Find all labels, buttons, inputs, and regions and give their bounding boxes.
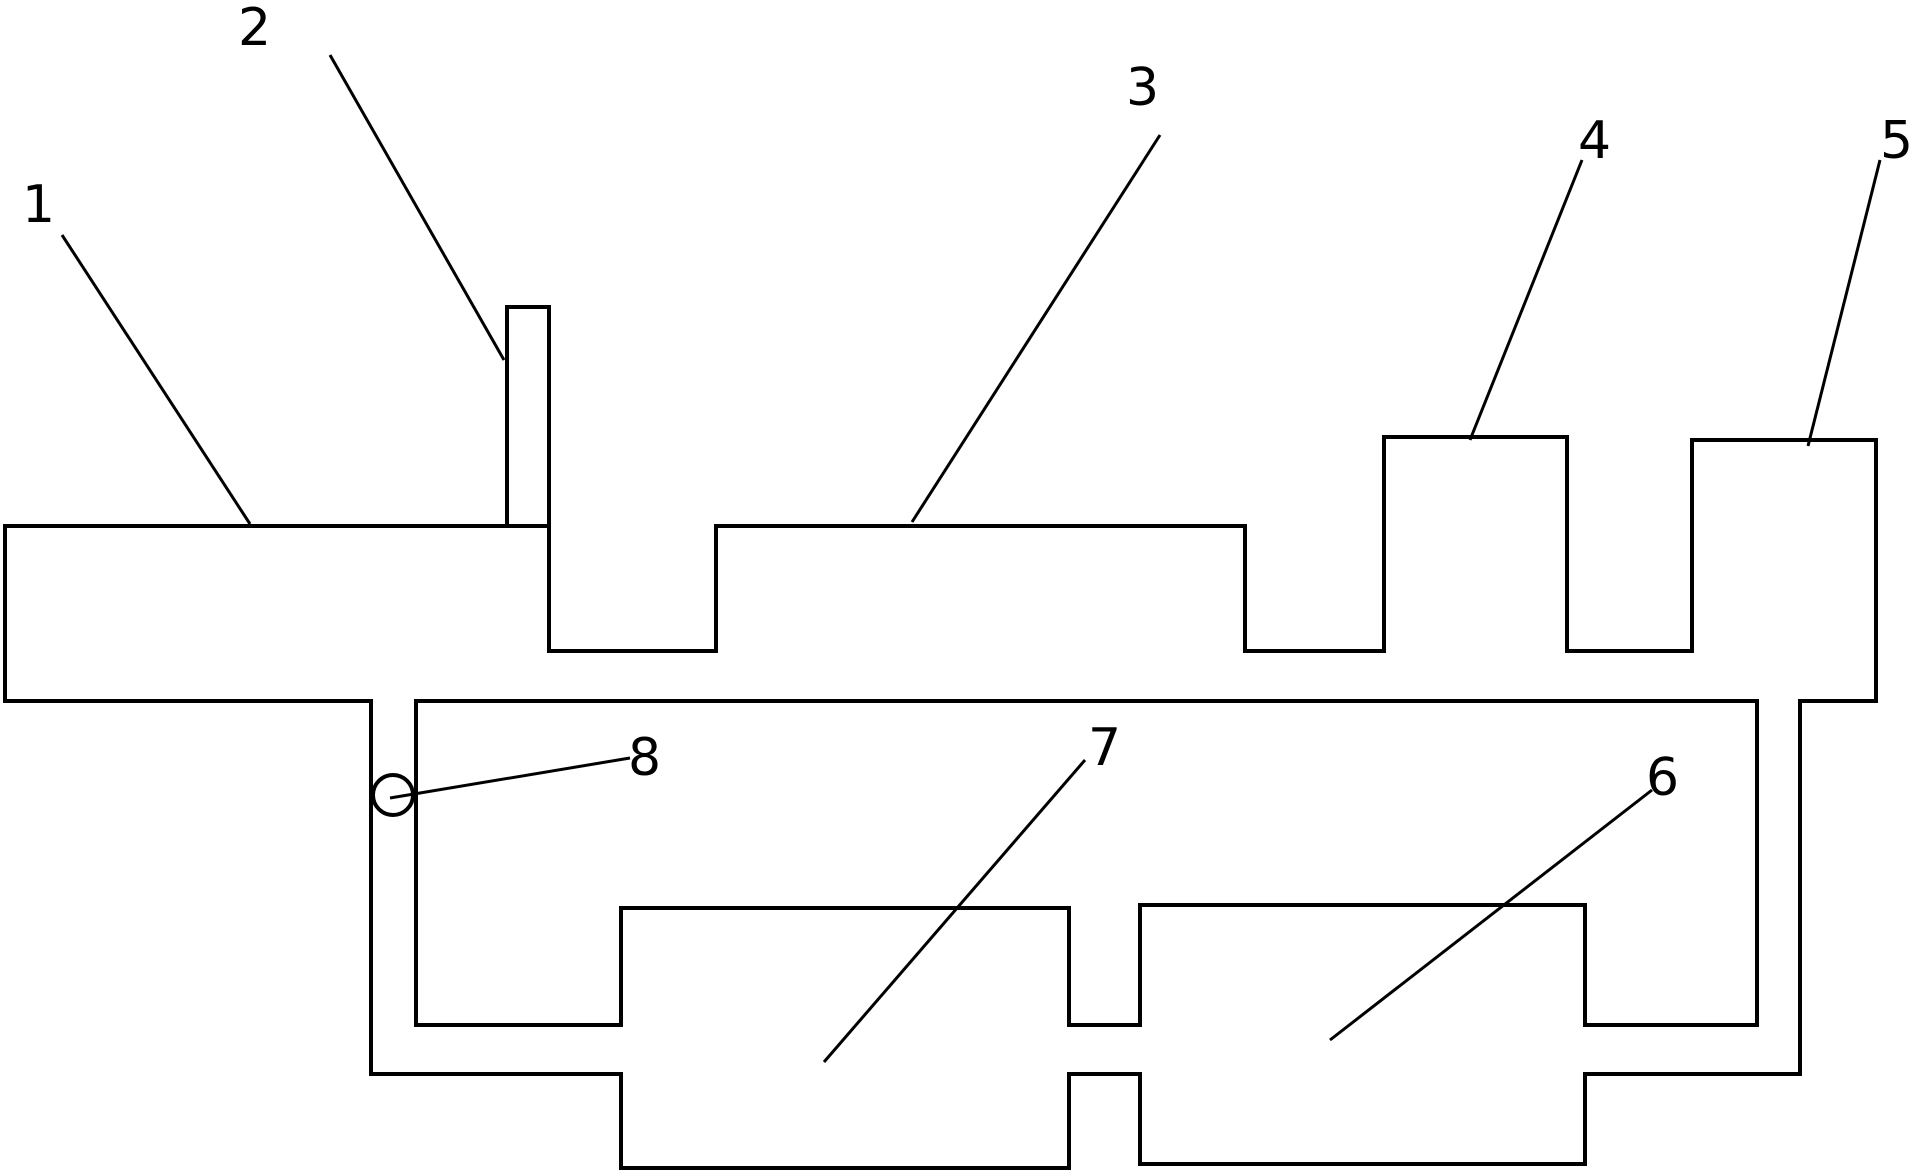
inner-channel-outline [414, 699, 1759, 1027]
label-3: 3 [1126, 58, 1159, 118]
upper-assembly-outline [3, 435, 1878, 1170]
label-1: 1 [22, 175, 55, 235]
leader-line-6 [1329, 788, 1653, 1042]
leader-line-5 [1806, 159, 1882, 447]
label-4: 4 [1578, 111, 1611, 171]
label-5: 5 [1880, 111, 1913, 171]
leader-line-8 [389, 756, 631, 800]
label-7: 7 [1088, 718, 1121, 778]
label-8: 8 [628, 728, 661, 788]
leader-line-1 [60, 234, 252, 525]
label-2: 2 [238, 0, 271, 58]
leader-line-2 [328, 54, 506, 361]
post-component-2 [505, 305, 551, 528]
leader-line-4 [1468, 159, 1584, 441]
leader-line-3 [910, 134, 1162, 523]
label-6: 6 [1646, 748, 1679, 808]
leader-line-7 [822, 759, 1087, 1063]
